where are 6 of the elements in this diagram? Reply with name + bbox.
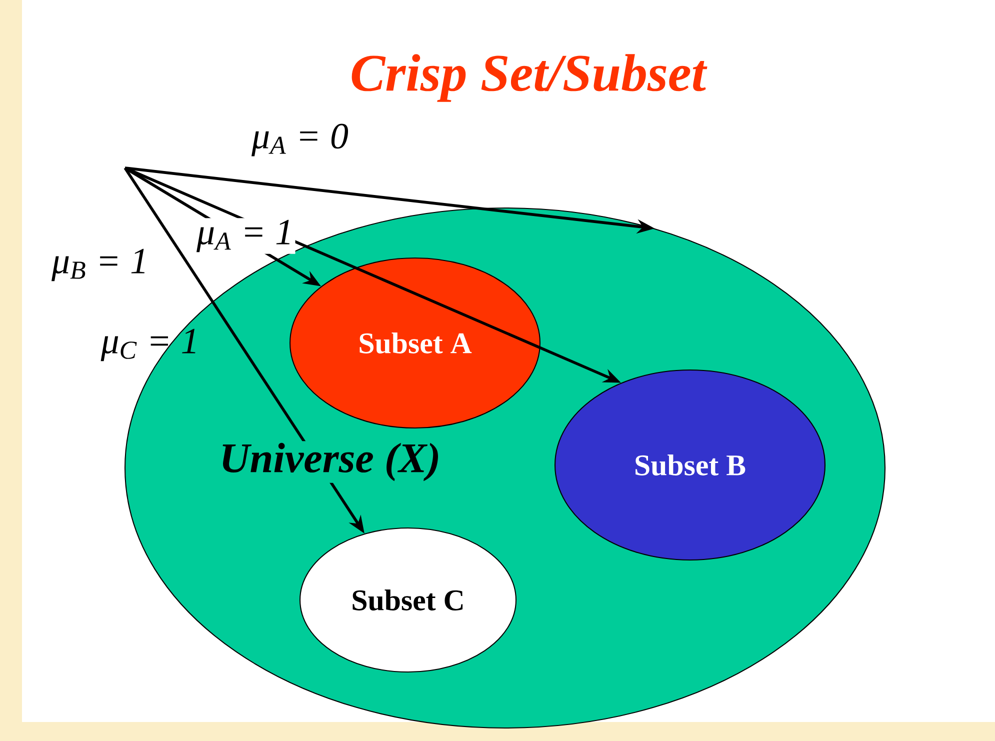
edge-label: μ$_{A}$ = 1 xyxy=(194,218,296,254)
edge-label: μ$_{C}$ = 1 xyxy=(100,328,196,362)
edge-label: μ$_{B}$ = 1 xyxy=(52,248,145,282)
edge-label: μ$_{A}$ = 0 xyxy=(252,124,348,156)
universe-label: Universe (X) xyxy=(218,441,442,483)
title: Crisp Set/Subset xyxy=(352,54,708,102)
